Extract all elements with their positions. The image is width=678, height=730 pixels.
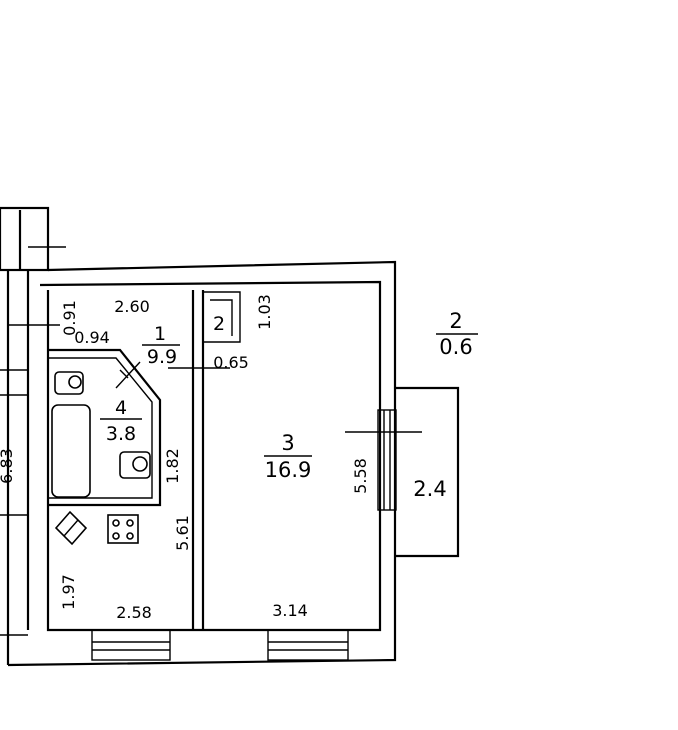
dim-hall-left-top: 0.91 <box>60 300 79 336</box>
dim-hall-top: 2.60 <box>114 297 150 316</box>
room-3-number: 3 <box>281 431 294 455</box>
balcony <box>168 367 460 558</box>
dim-kitchen-height: 1.97 <box>59 574 78 610</box>
left-window-ticks <box>0 324 60 636</box>
room-3-area: 16.9 <box>265 458 312 482</box>
room-2-number: 2 <box>449 309 462 333</box>
outer-walls <box>0 206 397 667</box>
partitions <box>48 290 241 630</box>
dim-balcony-width: 2.4 <box>413 477 446 501</box>
dim-closet-depth: 1.03 <box>255 294 274 330</box>
dim-room3-height: 5.58 <box>351 458 370 494</box>
bottom-windows <box>91 629 349 661</box>
dim-left-side: 6.83 <box>0 448 16 484</box>
room-labels: 1 9.9 2 2 0.6 3 16.9 4 3.8 <box>100 309 478 482</box>
dim-bath-height: 1.82 <box>163 448 182 484</box>
bathroom-fixtures <box>51 371 151 498</box>
dim-kitchen-width: 2.58 <box>116 603 152 622</box>
kitchen-fixtures <box>54 510 139 546</box>
room-1-number: 1 <box>154 323 166 345</box>
room-4-area: 3.8 <box>106 423 136 445</box>
room-2-area: 0.6 <box>439 335 472 359</box>
dim-corridor-height: 5.61 <box>173 515 192 551</box>
room-1-area: 9.9 <box>147 346 177 368</box>
dim-room3-width: 3.14 <box>272 601 308 620</box>
dimension-labels: 2.60 0.91 0.94 1.03 0.65 1.82 5.61 1.97 … <box>0 294 447 622</box>
dim-hall-left: 0.94 <box>74 328 110 347</box>
dim-closet-width: 0.65 <box>213 353 249 372</box>
room-4-number: 4 <box>115 397 127 419</box>
closet-number: 2 <box>213 313 225 335</box>
